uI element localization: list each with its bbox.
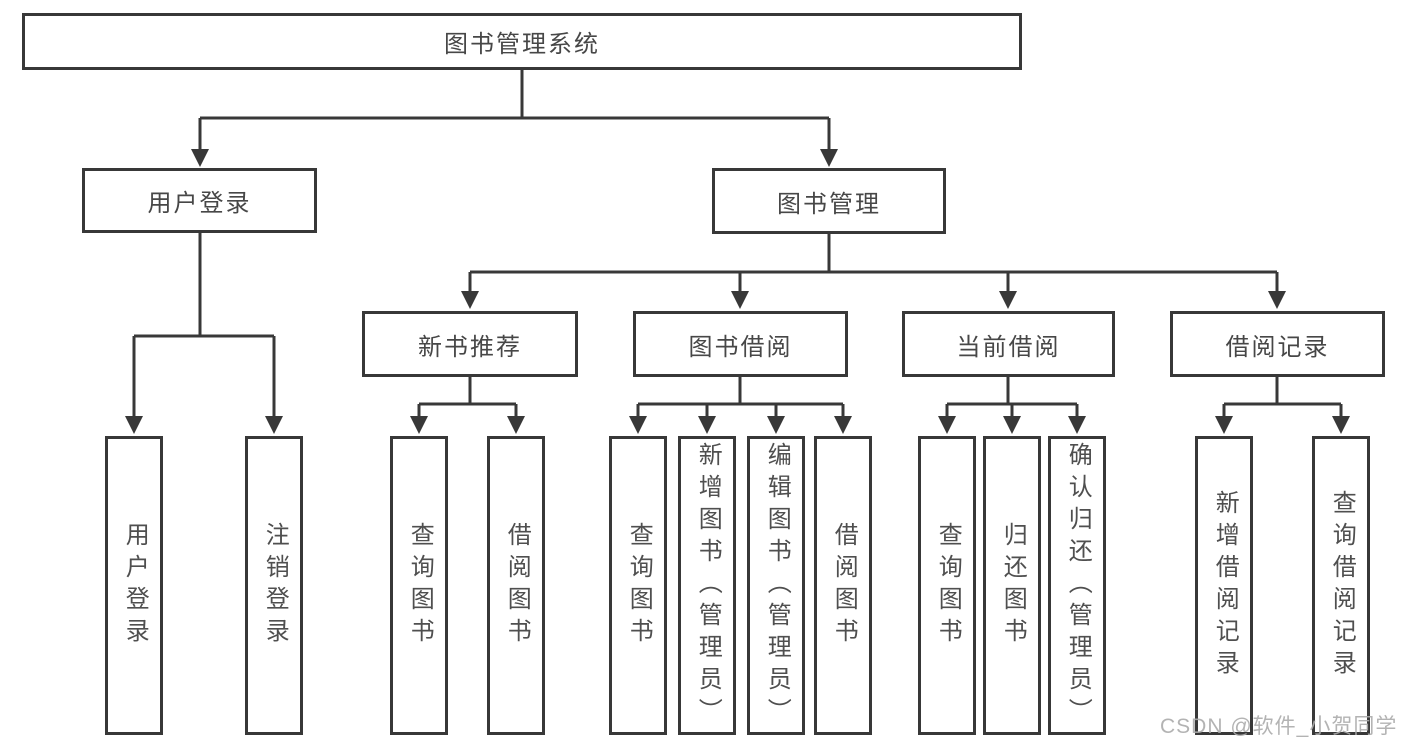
node-label: 当前借阅	[956, 333, 1061, 361]
section-node-current-borrow: 当前借阅	[902, 311, 1115, 377]
node-label: 借阅图书	[503, 521, 531, 650]
leaf-node-borrow-books: 借阅图书	[814, 436, 872, 735]
section-node-new-book-recommend: 新书推荐	[362, 311, 578, 377]
leaf-node-edit-books-admin: 编辑图书（管理员）	[747, 436, 805, 735]
node-label: 图书管理	[777, 190, 881, 218]
node-label: 新增借阅记录	[1211, 489, 1239, 682]
node-label: 查询图书	[934, 521, 962, 650]
node-label: 确认归还（管理员）	[1064, 441, 1092, 730]
node-label: 新书推荐	[418, 333, 522, 361]
leaf-node-query-books: 查询图书	[918, 436, 976, 735]
leaf-node-add-books-admin: 新增图书（管理员）	[678, 436, 736, 735]
node-label: 图书借阅	[688, 333, 793, 361]
node-label: 查询图书	[406, 521, 434, 650]
leaf-node-query-books: 查询图书	[390, 436, 448, 735]
node-label: 用户登录	[147, 190, 252, 217]
node-label: 借阅记录	[1225, 333, 1330, 361]
leaf-node-confirm-return-admin: 确认归还（管理员）	[1048, 436, 1106, 735]
node-label: 用户登录	[121, 521, 149, 650]
csdn-watermark: CSDN @软件_小贺同学	[1160, 715, 1398, 738]
branch-node-user-login: 用户登录	[82, 168, 317, 233]
node-label: 注销登录	[261, 521, 289, 650]
section-node-borrow-records: 借阅记录	[1170, 311, 1385, 377]
node-label: 图书管理系统	[444, 31, 600, 58]
section-node-book-borrow: 图书借阅	[633, 311, 848, 377]
branch-node-book-management: 图书管理	[712, 168, 946, 234]
leaf-node-logout: 注销登录	[245, 436, 303, 735]
root-node-library-system: 图书管理系统	[22, 13, 1022, 70]
node-label: 借阅图书	[830, 521, 858, 650]
leaf-node-query-books: 查询图书	[609, 436, 667, 735]
node-label: 查询图书	[625, 521, 653, 650]
node-label: 查询借阅记录	[1328, 489, 1356, 682]
leaf-node-query-borrow-record: 查询借阅记录	[1312, 436, 1370, 735]
leaf-node-borrow-books: 借阅图书	[487, 436, 545, 735]
node-label: 归还图书	[999, 521, 1027, 650]
node-label: 编辑图书（管理员）	[763, 441, 791, 730]
node-label: 新增图书（管理员）	[694, 441, 722, 730]
leaf-node-add-borrow-record: 新增借阅记录	[1195, 436, 1253, 735]
arrowheads	[125, 149, 1350, 434]
leaf-node-user-login: 用户登录	[105, 436, 163, 735]
leaf-node-return-books: 归还图书	[983, 436, 1041, 735]
